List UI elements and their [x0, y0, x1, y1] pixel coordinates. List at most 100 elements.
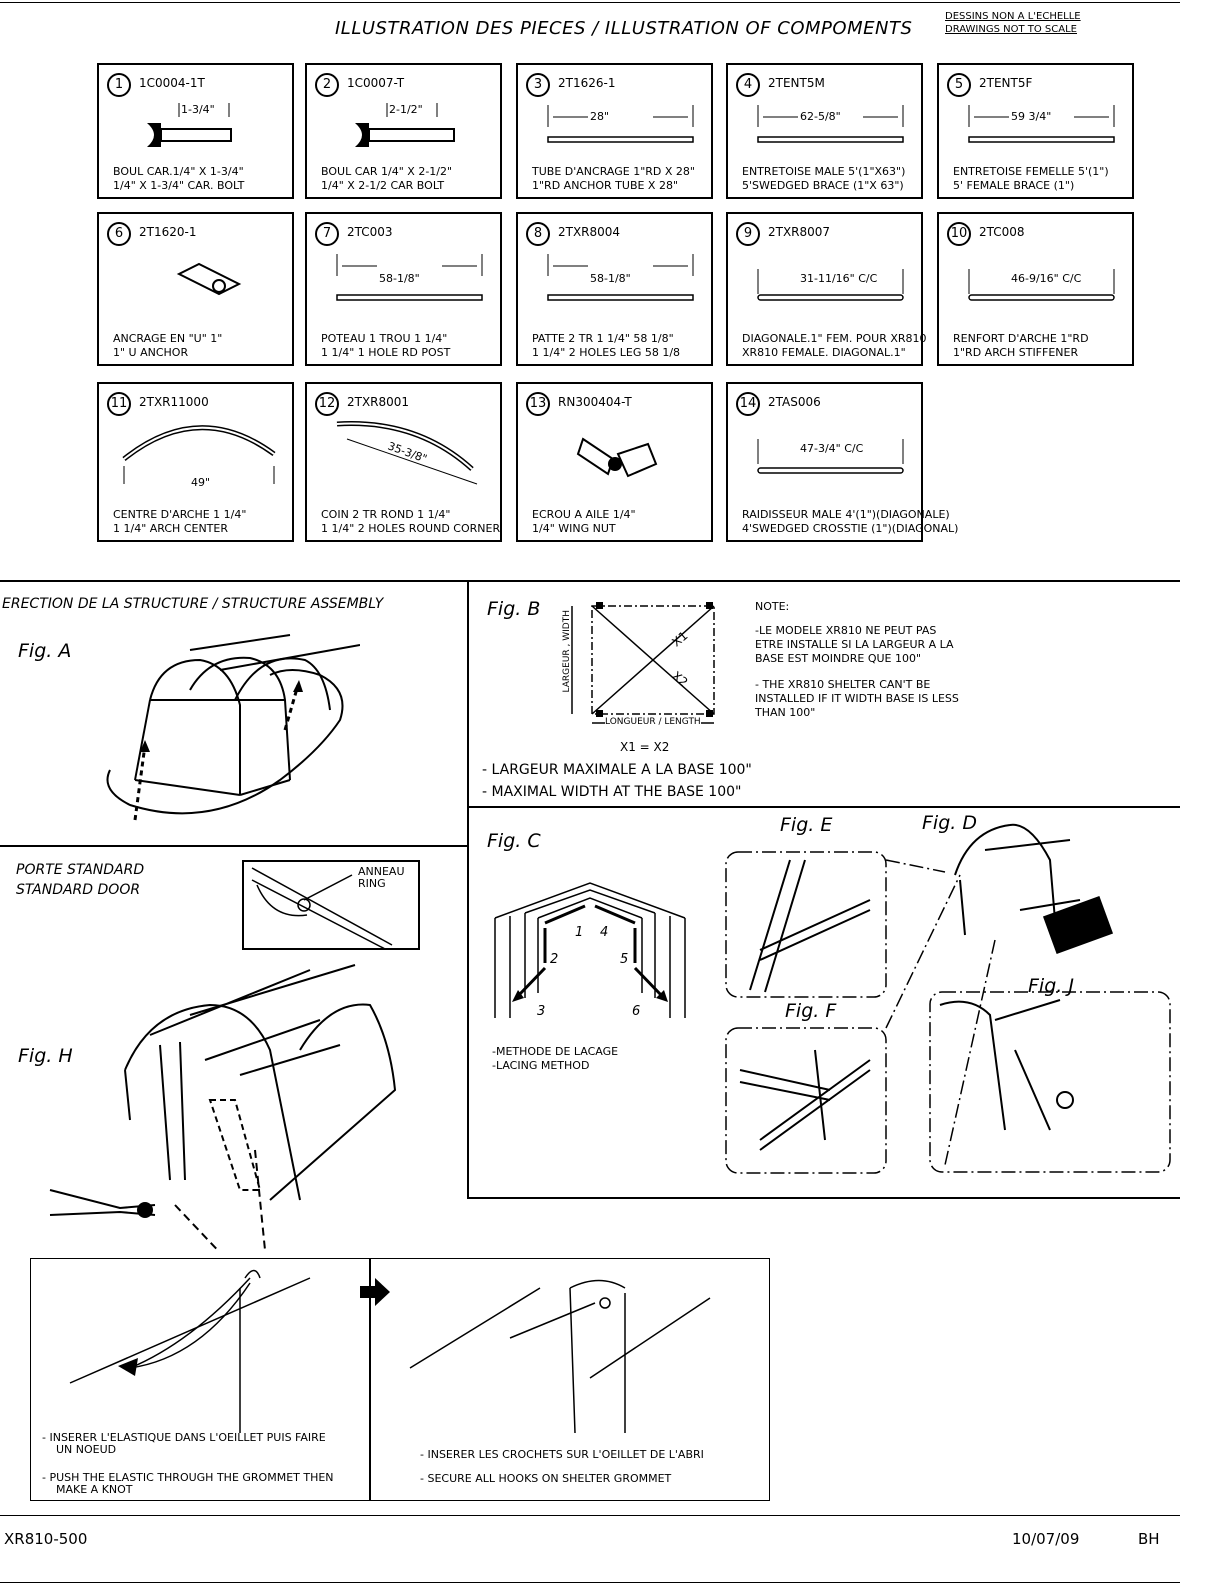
- part-desc-en: 1 1/4" 2 HOLES ROUND CORNER: [321, 522, 501, 535]
- revision-date: 10/07/09: [1012, 1530, 1080, 1548]
- part-number: 2: [315, 73, 339, 97]
- note-fr-line: -LE MODELE XR810 NE PEUT PAS: [755, 624, 937, 637]
- note-en-line: THAN 100": [755, 706, 816, 719]
- elastic-fr: - INSERER L'ELASTIQUE DANS L'OEILLET PUI…: [42, 1432, 326, 1456]
- part-desc-en: 1 1/4" ARCH CENTER: [113, 522, 228, 535]
- part-card: 9 2TXR8007 31-11/16" C/C DIAGONALE.1" FEM. …: [726, 212, 927, 366]
- ring-detail-drawing: [251, 867, 393, 950]
- part-number: 4: [736, 73, 760, 97]
- part-code: 1C0004-1T: [139, 76, 205, 90]
- part-card: 14 2TAS006 47-3/4" C/C RAIDISSEUR MALE 4'(1…: [726, 382, 958, 542]
- detail-figures: [725, 823, 1171, 1174]
- fig-b-label: Fig. B: [487, 598, 541, 620]
- part-dimension: 58-1/8": [590, 272, 631, 285]
- lacing-step: 6: [632, 1004, 641, 1019]
- part-desc-fr: ENTRETOISE MALE 5'(1"X63"): [742, 165, 906, 178]
- elastic-fr-line: UN NOEUD: [56, 1443, 117, 1456]
- part-desc-en: 1" U ANCHOR: [113, 346, 189, 359]
- scale-note-en: DRAWINGS NOT TO SCALE: [945, 24, 1077, 35]
- part-dimension: 47-3/4" C/C: [800, 442, 864, 455]
- part-dimension: 2-1/2": [389, 103, 423, 116]
- part-code: 2TC008: [979, 225, 1025, 239]
- fig-c-label: Fig. C: [487, 830, 541, 852]
- part-drawing: [757, 105, 904, 143]
- elastic-fr-line: - INSERER L'ELASTIQUE DANS L'OEILLET PUI…: [42, 1431, 326, 1444]
- part-number: 1: [107, 73, 131, 97]
- x-equal-label: X1 = X2: [620, 740, 670, 754]
- part-code: 2TXR8001: [347, 395, 410, 409]
- part-desc-fr: DIAGONALE.1" FEM. POUR XR810: [742, 332, 927, 345]
- fig-f-label: Fig. F: [785, 1000, 837, 1022]
- part-desc-fr: TUBE D'ANCRAGE 1"RD X 28": [532, 165, 695, 178]
- part-number: 10: [947, 222, 971, 246]
- part-number: 11: [107, 392, 131, 416]
- ring-label-fr: ANNEAU: [358, 865, 405, 878]
- part-drawing: [757, 269, 904, 301]
- door-label: PORTE STANDARD STANDARD DOOR: [16, 860, 144, 900]
- part-dimension: 31-11/16" C/C: [800, 272, 878, 285]
- part-desc-en: 1/4" X 1-3/4" CAR. BOLT: [113, 179, 245, 192]
- part-desc-fr: COIN 2 TR ROND 1 1/4": [321, 508, 451, 521]
- part-desc-fr: ECROU A AILE 1/4": [532, 508, 636, 521]
- fig-e-label: Fig. E: [780, 814, 833, 836]
- lacing-method-en: -LACING METHOD: [492, 1059, 590, 1072]
- part-desc-fr: BOUL CAR.1/4" X 1-3/4": [113, 165, 244, 178]
- part-desc-en: 1 1/4" 1 HOLE RD POST: [321, 346, 451, 359]
- part-number: 9: [736, 222, 760, 246]
- ring-label-en: RING: [358, 877, 386, 890]
- lacing-step: 5: [620, 952, 629, 967]
- elastic-en: - PUSH THE ELASTIC THROUGH THE GROMMET T…: [42, 1472, 334, 1496]
- part-code: 2TXR8007: [768, 225, 831, 239]
- part-desc-en: 1/4" WING NUT: [532, 522, 616, 535]
- fig-a-label: Fig. A: [18, 640, 72, 662]
- part-drawing: [355, 103, 455, 147]
- part-desc-en: XR810 FEMALE. DIAGONAL.1": [742, 346, 906, 359]
- part-desc-fr: CENTRE D'ARCHE 1 1/4": [113, 508, 247, 521]
- part-desc-en: 5' FEMALE BRACE (1"): [953, 179, 1075, 192]
- fig-h-label: Fig. H: [18, 1045, 73, 1067]
- part-code: RN300404-T: [558, 395, 632, 409]
- part-desc-fr: RAIDISSEUR MALE 4'(1")(DIAGONALE): [742, 508, 950, 521]
- part-desc-en: 1"RD ANCHOR TUBE X 28": [532, 179, 679, 192]
- part-drawing: [576, 437, 658, 478]
- note-en-line: INSTALLED IF IT WIDTH BASE IS LESS: [755, 692, 959, 705]
- elastic-instructions-box: [30, 1258, 770, 1501]
- part-code: 2TXR8004: [558, 225, 621, 239]
- part-code: 1C0007-T: [347, 76, 405, 90]
- assembly-title: ERECTION DE LA STRUCTURE / STRUCTURE ASS…: [2, 596, 384, 612]
- lacing-step: 2: [550, 952, 559, 967]
- part-number: 5: [947, 73, 971, 97]
- part-desc-en: 5'SWEDGED BRACE (1"X 63"): [742, 179, 904, 192]
- note-en: - THE XR810 SHELTER CAN'T BE INSTALLED I…: [755, 678, 959, 720]
- part-code: 2TAS006: [768, 395, 821, 409]
- part-desc-en: 1 1/4" 2 HOLES LEG 58 1/8: [532, 346, 681, 359]
- drafter-initials: BH: [1138, 1530, 1160, 1548]
- lacing-step: 3: [537, 1004, 546, 1019]
- scale-note-fr: DESSINS NON A L'ECHELLE: [945, 11, 1081, 22]
- part-desc-en: 4'SWEDGED CROSSTIE (1")(DIAGONAL): [742, 522, 959, 535]
- hooks-en: - SECURE ALL HOOKS ON SHELTER GROMMET: [420, 1472, 672, 1485]
- part-drawing: [547, 254, 694, 301]
- part-dimension: 1-3/4": [181, 103, 215, 116]
- part-drawing: [336, 254, 483, 301]
- elastic-en-line: - PUSH THE ELASTIC THROUGH THE GROMMET T…: [42, 1471, 334, 1484]
- note-fr-line: ETRE INSTALLE SI LA LARGEUR A LA: [755, 638, 954, 651]
- part-code: 2TENT5F: [979, 76, 1033, 90]
- part-desc-fr: POTEAU 1 TROU 1 1/4": [321, 332, 448, 345]
- door-label-fr: PORTE STANDARD: [16, 862, 145, 878]
- part-code: 2TENT5M: [768, 76, 825, 90]
- note-fr: -LE MODELE XR810 NE PEUT PAS ETRE INSTAL…: [755, 624, 954, 666]
- part-drawing: [176, 262, 242, 296]
- part-drawing: [547, 105, 694, 143]
- base-width-en: - MAXIMAL WIDTH AT THE BASE 100": [482, 784, 742, 800]
- fig-h-drawing: [49, 964, 397, 1250]
- lacing-step: 1: [575, 925, 584, 940]
- part-number: 14: [736, 392, 760, 416]
- part-desc-fr: BOUL CAR 1/4" X 2-1/2": [321, 165, 453, 178]
